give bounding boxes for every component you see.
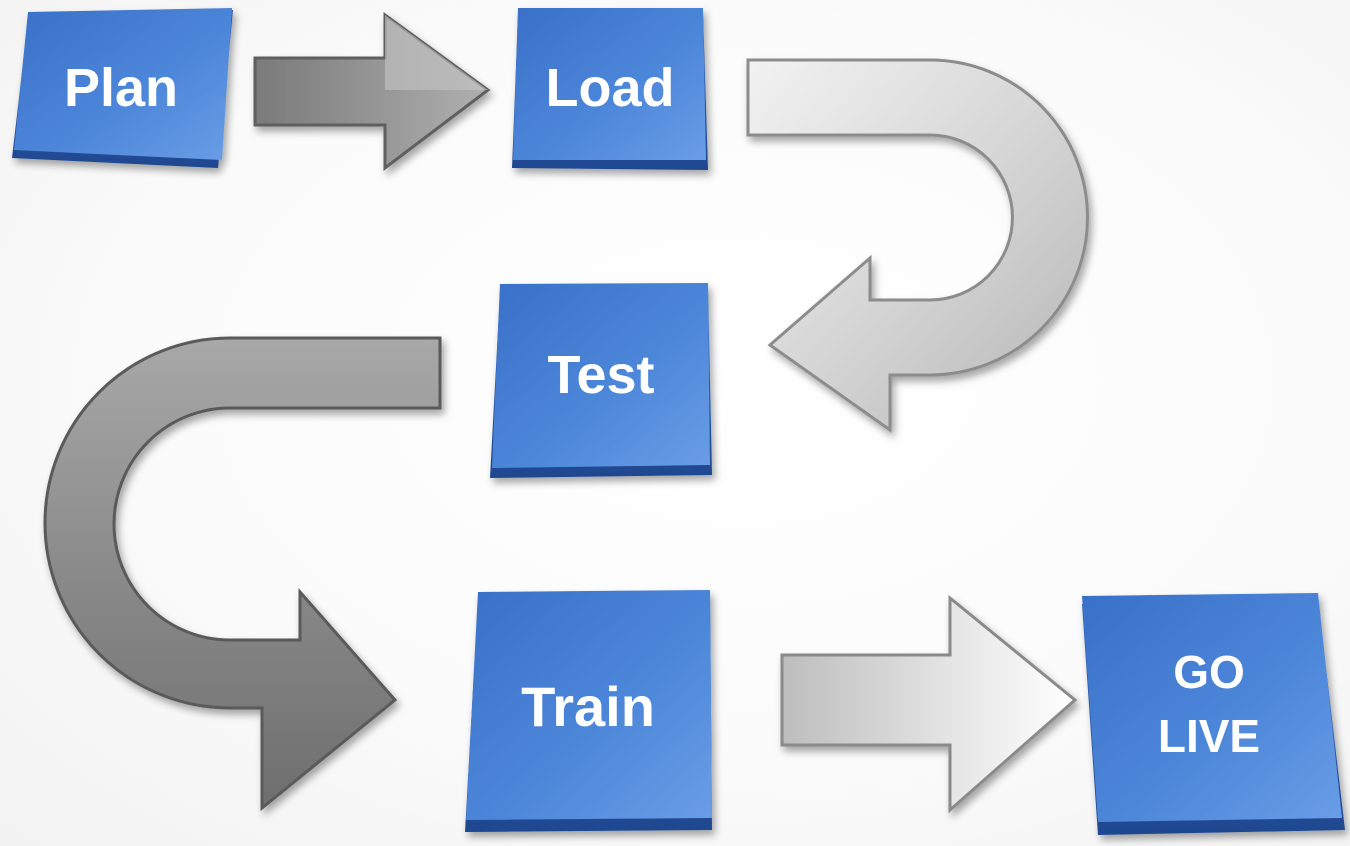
step-plan-label: Plan [64, 58, 178, 118]
step-train-label: Train [521, 675, 655, 738]
step-load-label: Load [546, 58, 675, 118]
step-golive-box: GO LIVE [1082, 593, 1345, 835]
arrow-load-to-test [746, 58, 1089, 433]
step-test-box: Test [490, 283, 712, 478]
step-plan-box: Plan [12, 8, 233, 168]
step-train-box: Train [465, 590, 712, 832]
step-load-box: Load [512, 8, 708, 170]
step-test-label: Test [547, 345, 654, 405]
arrow-test-to-train [43, 336, 442, 812]
arrow-train-to-golive [780, 594, 1078, 814]
step-golive-label-line2: LIVE [1158, 710, 1260, 762]
step-golive-label-line1: GO [1173, 646, 1245, 698]
arrow-plan-to-load [253, 12, 491, 172]
